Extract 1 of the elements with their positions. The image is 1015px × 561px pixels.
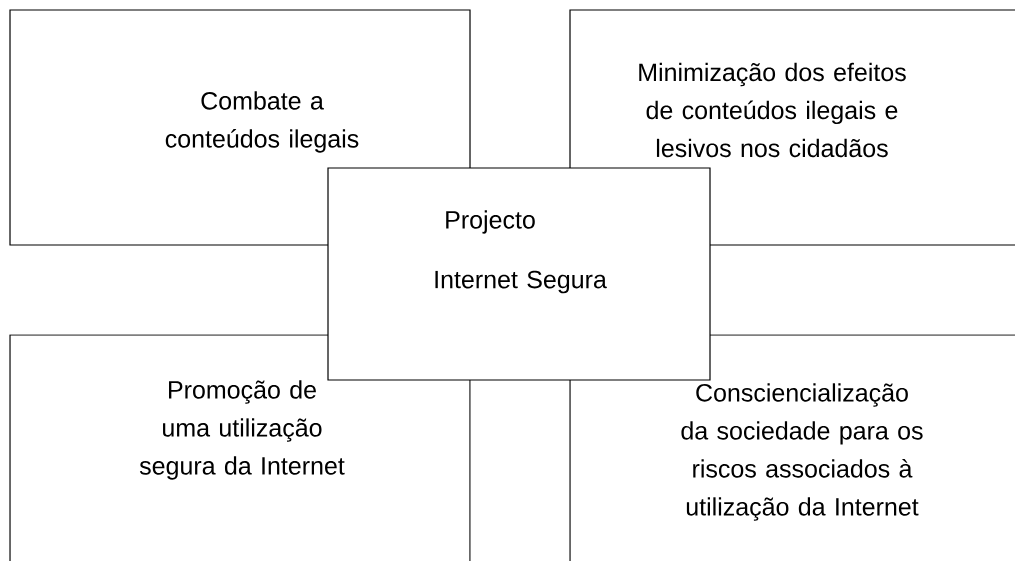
text-box: Projecto Internet Segura xyxy=(327,167,711,381)
